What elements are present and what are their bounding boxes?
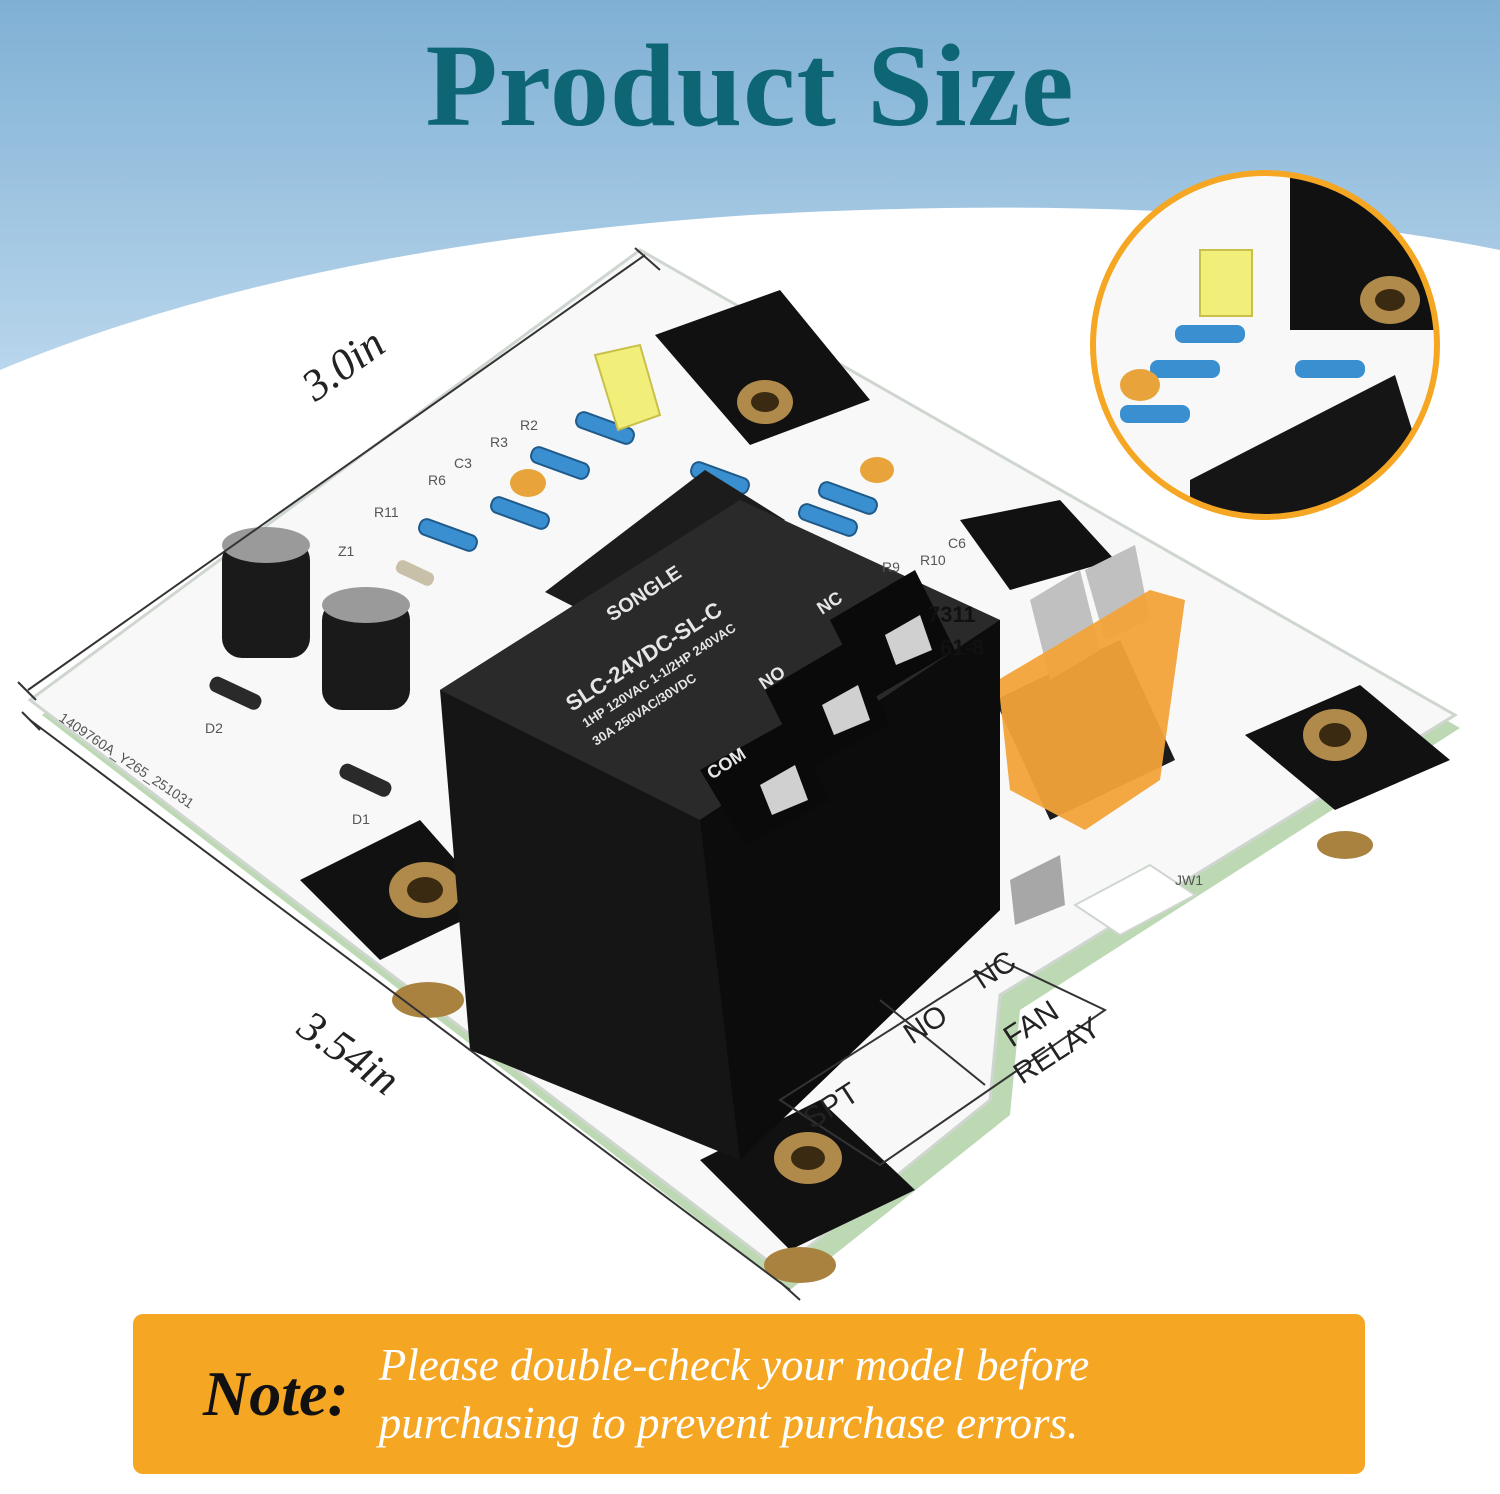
blade-fuse [998,590,1185,830]
note-text: Please double-check your model before pu… [379,1336,1090,1452]
silk-r9: R9 [882,559,900,575]
ceramic-capacitor [510,469,546,497]
silk-r2: R2 [520,417,538,433]
dimension-line [17,247,801,1301]
note-line-2: purchasing to prevent purchase errors. [378,1398,1079,1448]
silk-d2: D2 [205,720,223,736]
resistor [418,411,878,552]
film-capacitor [593,343,662,432]
relay [440,500,1000,1160]
electrolytic-capacitor [222,527,410,710]
silk-r3: R3 [490,434,508,450]
silk-c6: C6 [948,535,966,551]
note-line-1: Please double-check your model before [378,1340,1090,1390]
silk-jw1: JW1 [1175,872,1203,888]
silk-d1: D1 [352,811,370,827]
diode [209,560,435,797]
ic-chip [545,470,785,620]
page-title: Product Size [425,20,1075,151]
silk-r10: R10 [920,552,946,568]
brass-grommet [389,380,1373,1283]
part-number-top: 7311 [928,602,976,627]
part-number-bottom: 61-8 [940,635,984,660]
note-banner: Note: Please double-check your model bef… [133,1314,1365,1474]
note-label: Note: [203,1358,349,1429]
ceramic-capacitor [860,457,894,483]
silk-z1: Z1 [338,543,355,559]
silk-r11: R11 [374,504,399,520]
silk-r6: R6 [428,472,446,488]
silk-c3: C3 [454,455,472,471]
